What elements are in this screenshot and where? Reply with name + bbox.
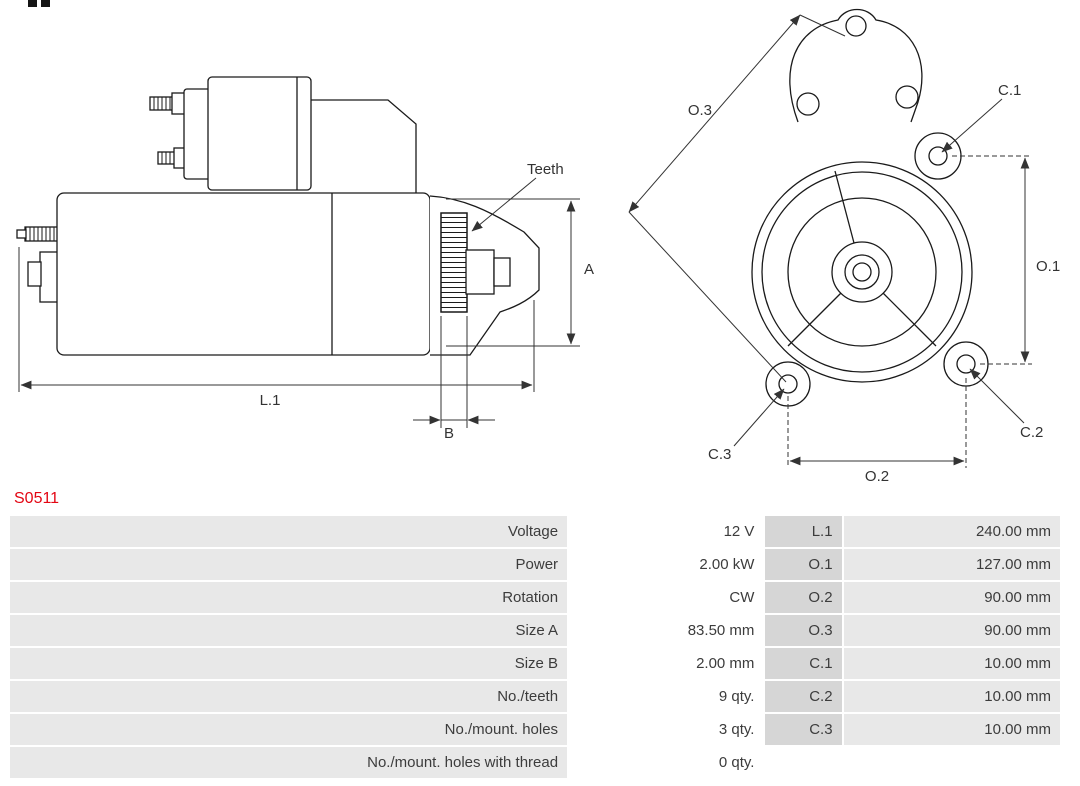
dim-label-a: A	[584, 261, 594, 278]
dim-label-l1: L.1	[260, 392, 281, 409]
spec-value-cell: 2.00 kW	[569, 549, 764, 580]
dim-label-b: B	[444, 425, 454, 442]
spec-value-cell: 12 V	[569, 516, 764, 547]
dim-label-cell	[765, 747, 841, 778]
spec-label-cell: No./teeth	[10, 681, 568, 712]
table-row: Power 2.00 kW O.1 127.00 mm	[10, 549, 1060, 580]
spec-value-cell: 3 qty.	[569, 714, 764, 745]
dim-value-cell: 240.00 mm	[843, 516, 1060, 547]
technical-drawing: Teeth A L.1 B	[16, 0, 1060, 485]
table-row: No./teeth 9 qty. C.2 10.00 mm	[10, 681, 1060, 712]
table-row: Size B 2.00 mm C.1 10.00 mm	[10, 648, 1060, 679]
spec-label-cell: Rotation	[10, 582, 568, 613]
dim-label-c3: C.3	[708, 446, 731, 463]
dim-label-cell: C.1	[765, 648, 842, 679]
front-view-dimensions	[628, 14, 1032, 468]
dim-value-cell: 10.00 mm	[843, 681, 1060, 712]
spec-value-cell: CW	[569, 582, 764, 613]
dim-label-cell: O.3	[765, 615, 842, 646]
side-view-dimensions	[18, 177, 580, 428]
dim-value-cell: 127.00 mm	[843, 549, 1060, 580]
dim-value-cell: 90.00 mm	[843, 582, 1060, 613]
spec-value-cell: 9 qty.	[569, 681, 764, 712]
spec-value-cell: 2.00 mm	[569, 648, 764, 679]
table-row: Size A 83.50 mm O.3 90.00 mm	[10, 615, 1060, 646]
table-row: Rotation CW O.2 90.00 mm	[10, 582, 1060, 613]
spec-label-cell: Size B	[10, 648, 568, 679]
spec-label-cell: Size A	[10, 615, 568, 646]
spec-label-cell: No./mount. holes with thread	[10, 747, 568, 778]
table-row: No./mount. holes with thread 0 qty.	[10, 747, 1060, 778]
dim-label-teeth: Teeth	[527, 161, 564, 178]
dim-value-cell: 10.00 mm	[843, 648, 1060, 679]
part-number: S0511	[14, 490, 60, 507]
dim-label-cell: C.3	[765, 714, 842, 745]
dim-label-cell: C.2	[765, 681, 842, 712]
table-row: Voltage 12 V L.1 240.00 mm	[10, 516, 1060, 547]
dim-label-c1: C.1	[998, 82, 1021, 99]
spec-table: Voltage 12 V L.1 240.00 mm Power 2.00 kW…	[8, 514, 1062, 780]
side-view-part	[16, 76, 540, 356]
dim-label-o1: O.1	[1036, 258, 1060, 275]
table-row: No./mount. holes 3 qty. C.3 10.00 mm	[10, 714, 1060, 745]
dim-value-cell	[844, 747, 1060, 778]
brand-logo	[28, 0, 50, 7]
spec-label-cell: Voltage	[10, 516, 568, 547]
spec-value-cell: 83.50 mm	[569, 615, 764, 646]
dim-value-cell: 90.00 mm	[843, 615, 1060, 646]
spec-label-cell: Power	[10, 549, 568, 580]
spec-value-cell: 0 qty.	[569, 747, 764, 778]
dim-label-cell: O.2	[765, 582, 842, 613]
dim-value-cell: 10.00 mm	[843, 714, 1060, 745]
spec-label-cell: No./mount. holes	[10, 714, 568, 745]
dim-label-cell: O.1	[765, 549, 842, 580]
dim-label-o2: O.2	[865, 468, 889, 485]
dim-label-cell: L.1	[765, 516, 842, 547]
dim-label-c2: C.2	[1020, 424, 1043, 441]
front-view-part	[751, 8, 989, 407]
dim-label-o3: O.3	[688, 102, 712, 119]
